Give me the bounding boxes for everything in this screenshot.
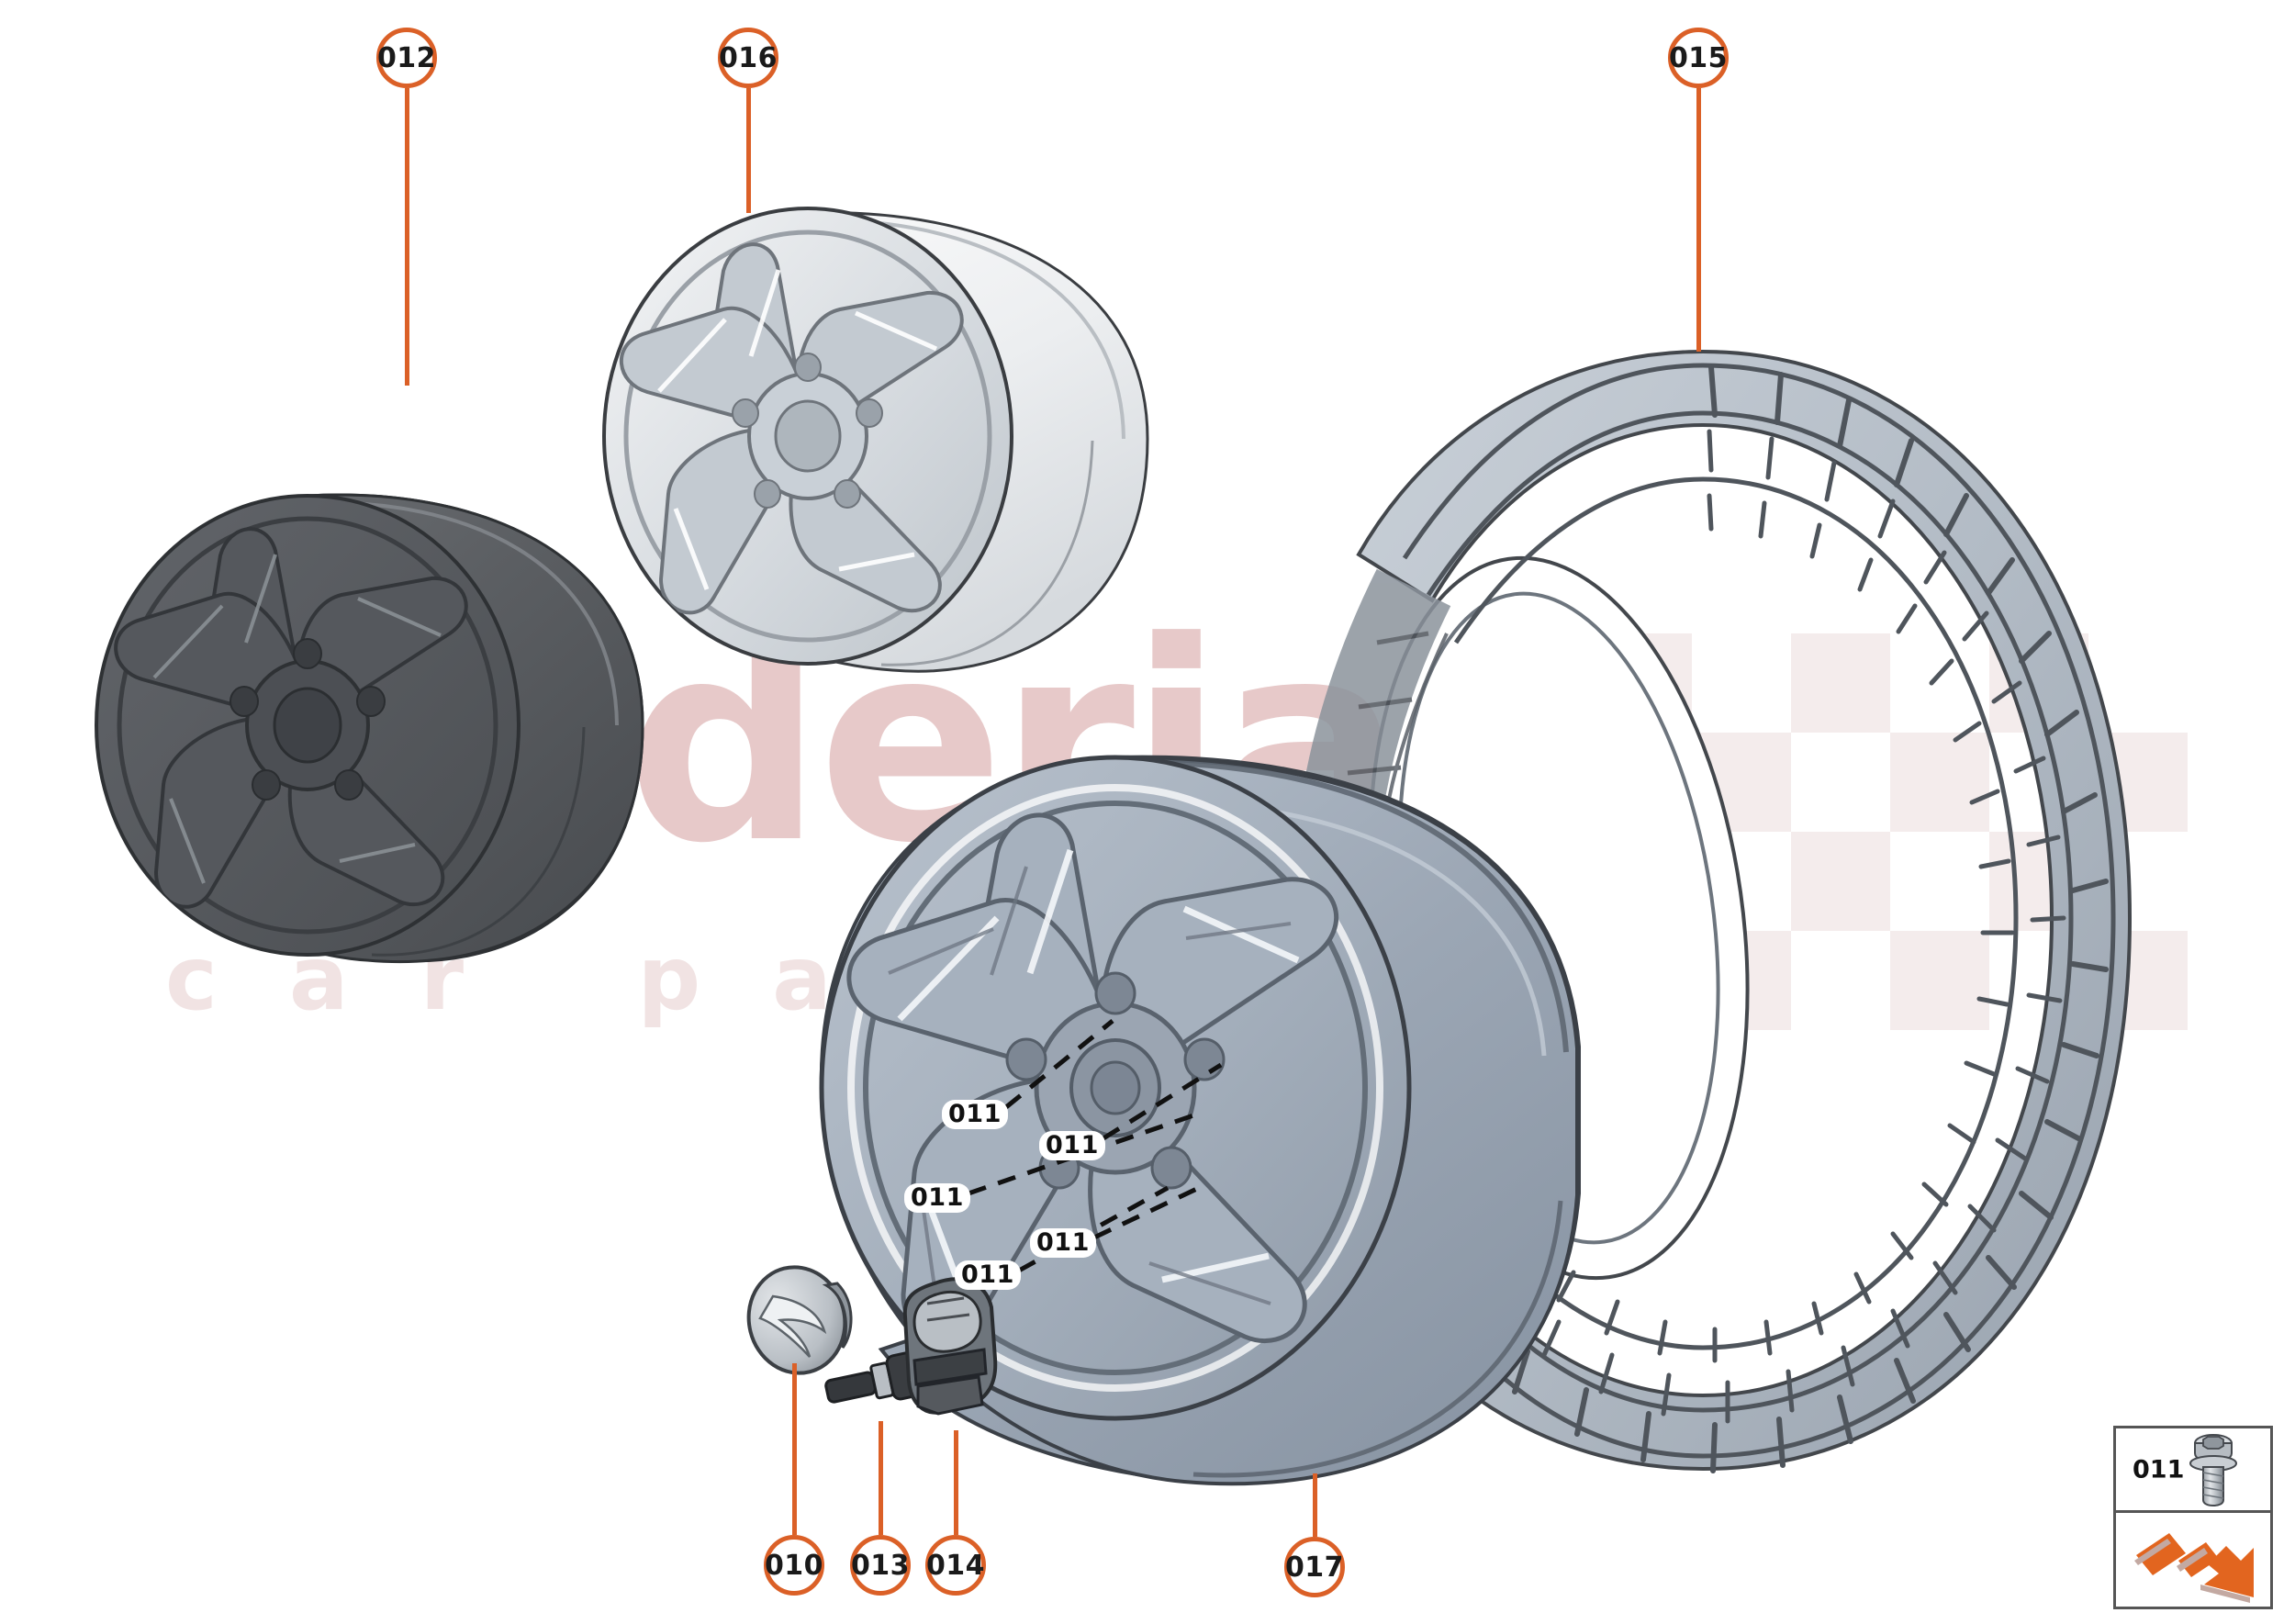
bolt-label-011-4: 011	[1030, 1228, 1096, 1259]
part-silver-wheel-016	[602, 207, 1149, 673]
legend-box: 011	[2113, 1426, 2273, 1609]
part-wheel-assembly-017	[819, 755, 1581, 1486]
leader-line-016	[746, 88, 751, 213]
part-dark-wheel-012	[95, 493, 644, 964]
callout-012[interactable]: 012	[376, 28, 437, 88]
callout-016[interactable]: 016	[718, 28, 778, 88]
orange-direction-arrow-icon	[2134, 1533, 2254, 1603]
bolt-label-011-5: 011	[955, 1260, 1021, 1291]
callout-014[interactable]: 014	[925, 1535, 986, 1596]
callout-015[interactable]: 015	[1668, 28, 1729, 88]
leader-line-012	[405, 88, 409, 386]
legend-bolt-number: 011	[2133, 1455, 2185, 1484]
part-centre-cap-010	[746, 1265, 853, 1375]
bolt-label-011-2: 011	[1039, 1131, 1105, 1161]
callout-013[interactable]: 013	[850, 1535, 911, 1596]
leader-line-017	[1313, 1473, 1317, 1537]
leader-line-015	[1696, 88, 1701, 352]
part-tpms-sensor-014	[902, 1277, 998, 1416]
callout-010[interactable]: 010	[764, 1535, 824, 1596]
wheel-bolt-icon	[2189, 1434, 2237, 1507]
bolt-leader-lines	[968, 1019, 1223, 1273]
bolt-label-011-1: 011	[942, 1100, 1008, 1130]
leader-line-010	[792, 1363, 797, 1535]
legend-bolt-cell: 011	[2116, 1428, 2270, 1513]
bolt-label-011-3: 011	[904, 1183, 970, 1214]
callout-017[interactable]: 017	[1284, 1537, 1345, 1597]
legend-arrow-cell	[2116, 1513, 2270, 1609]
leader-line-013	[879, 1421, 883, 1535]
leader-line-014	[954, 1430, 958, 1535]
